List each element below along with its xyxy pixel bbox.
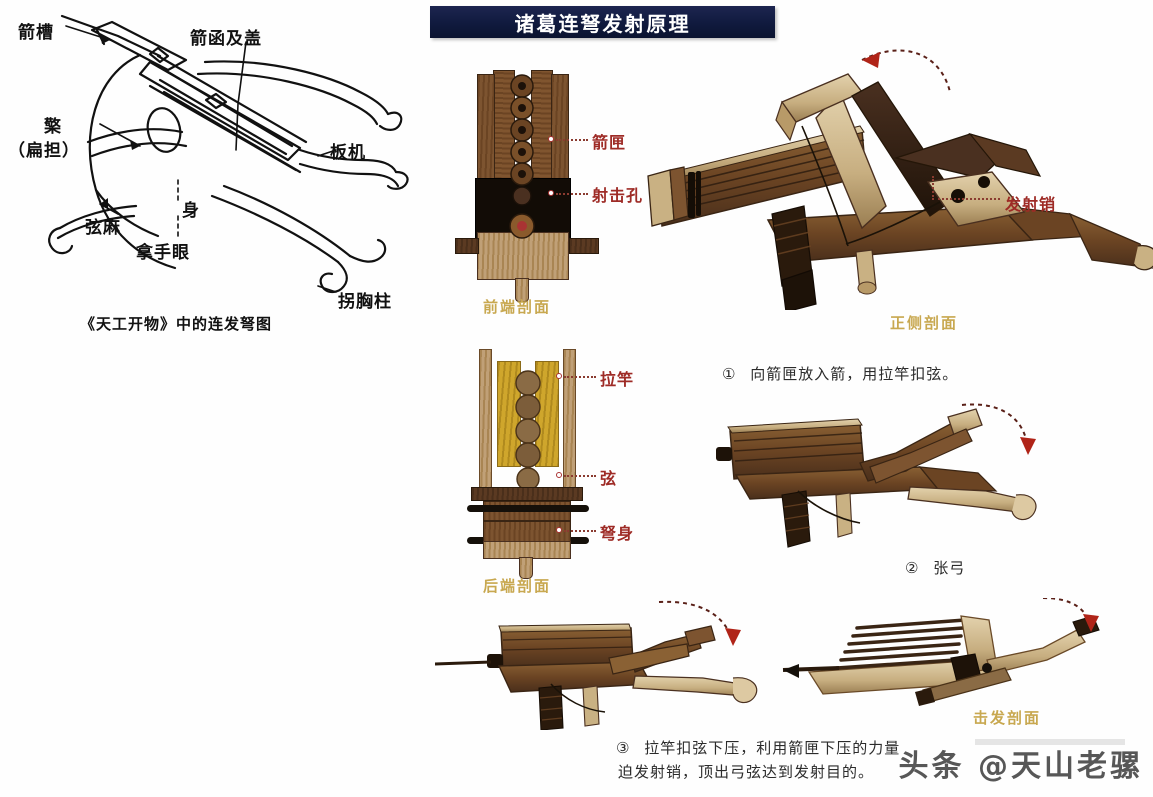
callout-firing-pin: 发射销	[1005, 195, 1057, 214]
callout-draw-bar: 拉竿	[600, 370, 635, 389]
callout-crossbow-body: 弩身	[600, 524, 635, 543]
draw-bow-figure	[710, 395, 1040, 555]
woodcut-label-hemp-string: 弦麻	[85, 218, 121, 238]
rear-section-caption: 后端剖面	[483, 577, 552, 595]
callout-leader-firing-pin-vert	[932, 176, 934, 200]
fire-section-figure	[775, 598, 1105, 718]
front-section-caption: 前端剖面	[483, 298, 552, 316]
draw-bow-art	[716, 403, 1037, 548]
woodcut-caption: 《天工开物》中的连发弩图	[80, 315, 273, 333]
front-section-figure	[455, 60, 605, 302]
callout-leader-firing-hole	[556, 193, 588, 195]
callout-string: 弦	[600, 469, 618, 488]
callout-dot-string	[556, 472, 562, 478]
title-text: 诸葛连弩发射原理	[514, 11, 691, 36]
callout-dot-arrow-box	[548, 136, 554, 142]
step-2-marker: ②	[905, 559, 920, 577]
callout-leader-crossbow-body	[564, 530, 596, 532]
front-section-arrows	[509, 74, 535, 239]
woodcut-label-body: 身	[182, 201, 200, 221]
woodcut-linework	[48, 14, 409, 294]
callout-leader-arrow-box	[556, 139, 588, 141]
fire-section-caption: 击发剖面	[973, 709, 1042, 727]
rear-section-figure	[465, 345, 605, 579]
step-2-text: 张弓	[933, 559, 966, 577]
step-1-text: 向箭匣放入箭，用拉竿扣弦。	[750, 365, 959, 383]
fire-section-art	[782, 598, 1100, 706]
woodcut-diagram: 箭槽 箭函及盖 板机 檠 （扁担） 弦麻 身 拿手眼 拐胸柱 《天工开物》中的连…	[0, 0, 430, 340]
step-1-marker: ①	[722, 365, 737, 383]
callout-firing-hole: 射击孔	[592, 186, 644, 205]
callout-leader-string	[564, 475, 596, 477]
side-section-figure	[640, 30, 1153, 310]
woodcut-label-prop: 檠	[44, 117, 62, 137]
step-1: ① 向箭匣放入箭，用拉竿扣弦。	[722, 362, 958, 386]
press-down-figure	[435, 600, 775, 730]
callout-dot-draw-bar	[556, 373, 562, 379]
press-down-art	[435, 600, 758, 730]
watermark-bar	[975, 739, 1125, 745]
woodcut-label-arrow-groove: 箭槽	[18, 23, 54, 43]
woodcut-label-magazine-cover: 箭函及盖	[190, 29, 262, 49]
side-section-art	[647, 49, 1153, 310]
callout-leader-draw-bar	[564, 376, 596, 378]
step-3-marker: ③	[616, 739, 631, 757]
woodcut-label-chest-post: 拐胸柱	[338, 292, 392, 312]
woodcut-label-carrying-pole: （扁担）	[8, 141, 80, 161]
woodcut-label-hand-eye: 拿手眼	[136, 243, 190, 263]
step-3: ③ 拉竿扣弦下压，利用箭匣下压的力量 迫发射销，顶出弓弦达到发射目的。	[616, 736, 900, 784]
step-3-text-line1: 拉竿扣弦下压，利用箭匣下压的力量	[644, 739, 901, 757]
title-banner: 诸葛连弩发射原理	[430, 6, 775, 38]
callout-leader-firing-pin	[938, 198, 1000, 200]
rear-section-arrows	[515, 370, 541, 491]
woodcut-label-trigger: 板机	[330, 143, 366, 163]
callout-dot-firing-hole	[548, 190, 554, 196]
side-section-caption: 正侧剖面	[890, 314, 959, 332]
callout-arrow-box: 箭匣	[592, 133, 627, 152]
step-3-text-line2: 迫发射销，顶出弓弦达到发射目的。	[618, 763, 875, 781]
watermark-text: 头条 @天山老骡	[898, 749, 1143, 784]
step-2: ② 张弓	[905, 556, 965, 580]
callout-dot-crossbow-body	[556, 527, 562, 533]
